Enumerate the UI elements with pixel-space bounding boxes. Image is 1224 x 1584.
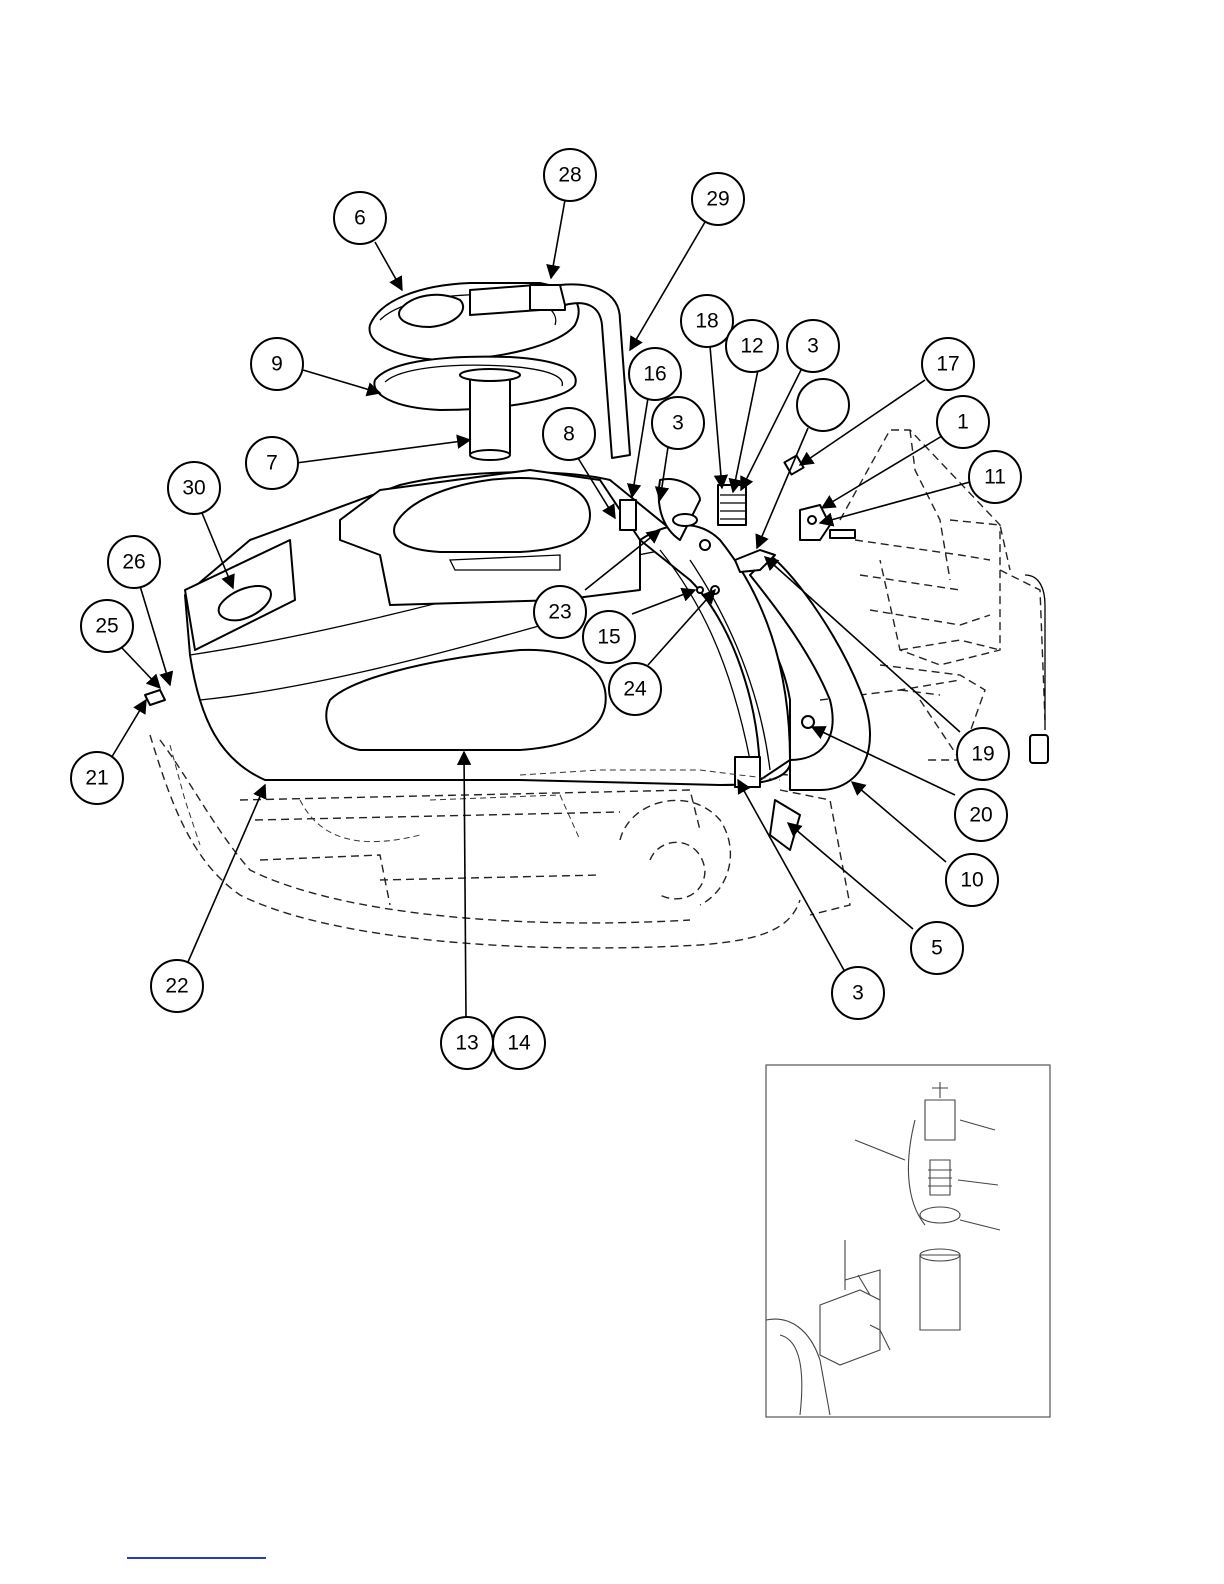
callout-1: 1 [937, 396, 989, 448]
svg-text:3: 3 [852, 982, 864, 1005]
svg-text:24: 24 [623, 678, 647, 701]
callout-11: 11 [969, 451, 1021, 503]
inset-detail [766, 1065, 1050, 1417]
svg-text:14: 14 [507, 1032, 531, 1055]
callout-13: 13 [441, 1017, 493, 1069]
callout-7: 7 [246, 437, 298, 489]
svg-text:3: 3 [672, 412, 684, 435]
svg-text:10: 10 [960, 869, 983, 892]
callout-5: 5 [911, 922, 963, 974]
svg-text:16: 16 [643, 363, 666, 386]
callout-26: 26 [108, 536, 160, 588]
callout-blank [797, 379, 849, 431]
callout-3-bottom: 3 [832, 967, 884, 1019]
callout-30: 30 [168, 462, 220, 514]
svg-text:20: 20 [969, 804, 992, 827]
svg-text:7: 7 [266, 452, 278, 475]
svg-text:28: 28 [558, 164, 581, 187]
callout-6: 6 [334, 192, 386, 244]
callout-28: 28 [544, 149, 596, 201]
callout-20: 20 [955, 789, 1007, 841]
callout-8: 8 [543, 408, 595, 460]
callout-25: 25 [81, 600, 133, 652]
svg-text:5: 5 [931, 937, 943, 960]
callout-18: 18 [681, 295, 733, 347]
svg-text:25: 25 [95, 615, 118, 638]
callout-3-top: 3 [787, 320, 839, 372]
callout-21: 21 [71, 752, 123, 804]
svg-text:26: 26 [122, 551, 145, 574]
svg-text:22: 22 [165, 975, 188, 998]
svg-text:29: 29 [706, 188, 729, 211]
callout-22: 22 [151, 960, 203, 1012]
callout-23: 23 [534, 586, 586, 638]
callout-29: 29 [692, 173, 744, 225]
callout-15: 15 [583, 611, 635, 663]
svg-text:15: 15 [597, 626, 620, 649]
svg-text:8: 8 [563, 423, 575, 446]
callout-14: 14 [493, 1017, 545, 1069]
svg-text:3: 3 [807, 335, 819, 358]
svg-text:23: 23 [548, 601, 571, 624]
svg-text:19: 19 [971, 743, 994, 766]
svg-text:30: 30 [182, 477, 205, 500]
svg-text:17: 17 [936, 353, 959, 376]
callout-16: 16 [629, 348, 681, 400]
callout-19: 19 [957, 728, 1009, 780]
svg-text:9: 9 [271, 353, 283, 376]
callout-24: 24 [609, 663, 661, 715]
svg-text:6: 6 [354, 207, 366, 230]
callout-12: 12 [726, 320, 778, 372]
svg-text:13: 13 [455, 1032, 478, 1055]
svg-text:18: 18 [695, 310, 718, 333]
svg-text:11: 11 [984, 466, 1006, 489]
svg-text:1: 1 [957, 411, 969, 434]
callout-3-mid: 3 [652, 397, 704, 449]
callout-9: 9 [251, 338, 303, 390]
svg-text:12: 12 [740, 335, 763, 358]
svg-text:21: 21 [85, 767, 108, 790]
callout-10: 10 [946, 854, 998, 906]
callout-17: 17 [922, 338, 974, 390]
